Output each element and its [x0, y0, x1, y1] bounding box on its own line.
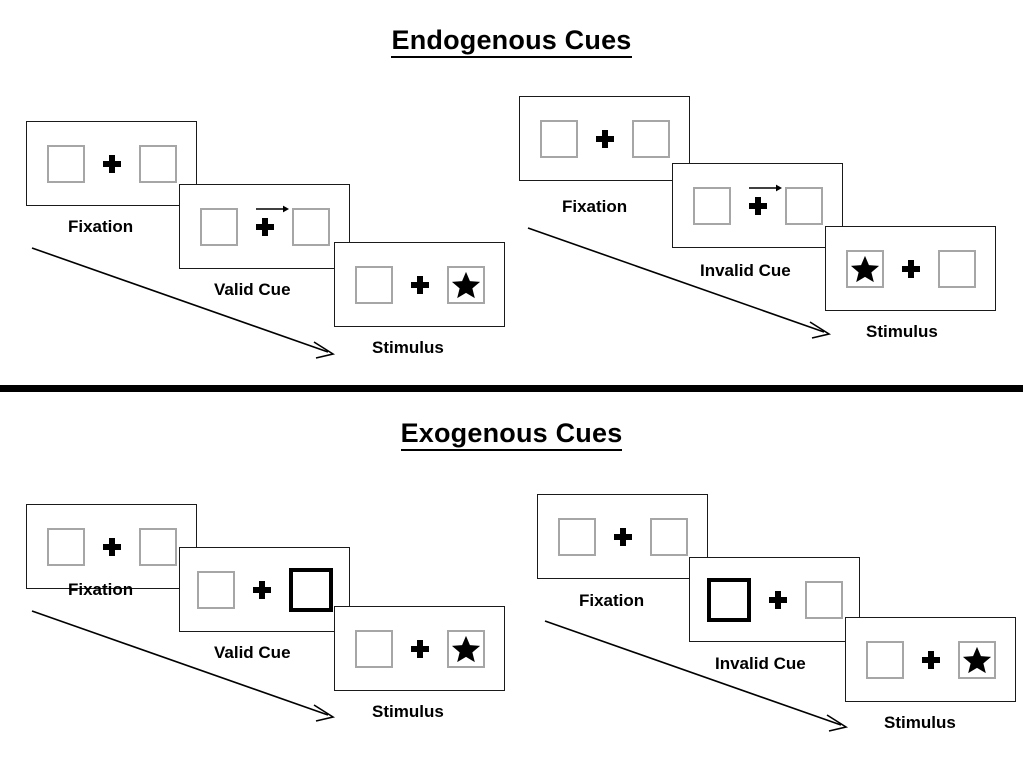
- placeholder-box-left: [199, 207, 238, 246]
- plus-icon: [921, 650, 940, 669]
- stage-label-endogenous-invalid-cue: Invalid Cue: [700, 261, 791, 280]
- panel-endogenous-invalid-fixation: [519, 96, 690, 181]
- plus-icon: [102, 154, 121, 173]
- star-icon: [451, 271, 480, 298]
- stimulus-box-right: [446, 629, 485, 668]
- placeholder-box-left: [354, 629, 393, 668]
- plus-icon: [252, 580, 271, 599]
- plus-icon: [748, 184, 782, 215]
- plus-icon: [768, 590, 787, 609]
- stage-label-endogenous-valid-stimulus: Stimulus: [372, 338, 444, 357]
- section-title-exogenous: Exogenous Cues: [0, 418, 1023, 451]
- stage-label-exogenous-invalid-stimulus: Stimulus: [884, 713, 956, 732]
- placeholder-box-right: [138, 527, 177, 566]
- placeholder-box-left: [865, 640, 904, 679]
- placeholder-box-right: [138, 144, 177, 183]
- plus-icon: [901, 259, 920, 278]
- placeholder-box-right: [631, 119, 670, 158]
- panel-endogenous-valid-cue: [179, 184, 350, 269]
- placeholder-box-left: [692, 186, 731, 225]
- stimulus-box-left: [845, 249, 884, 288]
- star-icon: [451, 635, 480, 662]
- arrow-right-icon: [255, 205, 289, 212]
- plus-icon: [410, 275, 429, 294]
- placeholder-box-right: [291, 207, 330, 246]
- section-title-endogenous-text: Endogenous Cues: [391, 25, 632, 58]
- plus-icon: [410, 639, 429, 658]
- panel-exogenous-valid-stimulus: [334, 606, 505, 691]
- placeholder-box-left: [539, 119, 578, 158]
- section-title-endogenous: Endogenous Cues: [0, 25, 1023, 58]
- plus-icon: [613, 527, 632, 546]
- panel-endogenous-valid-fixation: [26, 121, 197, 206]
- panel-exogenous-invalid-fixation: [537, 494, 708, 579]
- placeholder-box-right: [784, 186, 823, 225]
- stimulus-box-right: [957, 640, 996, 679]
- section-title-exogenous-text: Exogenous Cues: [400, 418, 623, 451]
- cued-box-right: [288, 567, 333, 612]
- cued-box-left: [706, 577, 751, 622]
- stage-label-endogenous-valid-cue: Valid Cue: [214, 280, 291, 299]
- plus-icon: [595, 129, 614, 148]
- panel-endogenous-invalid-cue: [672, 163, 843, 248]
- stage-label-endogenous-valid-fixation: Fixation: [68, 217, 134, 236]
- placeholder-box-left: [46, 527, 85, 566]
- stage-label-exogenous-valid-fixation: Fixation: [68, 580, 134, 599]
- panel-endogenous-invalid-stimulus: [825, 226, 996, 311]
- plus-icon: [102, 537, 121, 556]
- placeholder-box-right: [804, 580, 843, 619]
- stage-label-endogenous-invalid-stimulus: Stimulus: [866, 322, 938, 341]
- stimulus-box-right: [446, 265, 485, 304]
- star-icon: [850, 255, 879, 282]
- placeholder-box-left: [557, 517, 596, 556]
- stage-label-exogenous-invalid-fixation: Fixation: [579, 591, 645, 610]
- star-icon: [962, 646, 991, 673]
- arrow-right-icon: [748, 184, 782, 191]
- panel-exogenous-valid-cue: [179, 547, 350, 632]
- section-divider: [0, 385, 1023, 392]
- panel-exogenous-invalid-stimulus: [845, 617, 1016, 702]
- placeholder-box-left: [196, 570, 235, 609]
- panel-exogenous-valid-fixation: [26, 504, 197, 589]
- placeholder-box-right: [649, 517, 688, 556]
- panel-endogenous-valid-stimulus: [334, 242, 505, 327]
- stage-label-exogenous-invalid-cue: Invalid Cue: [715, 654, 806, 673]
- stage-label-exogenous-valid-cue: Valid Cue: [214, 643, 291, 662]
- placeholder-box-right: [937, 249, 976, 288]
- stage-label-exogenous-valid-stimulus: Stimulus: [372, 702, 444, 721]
- stage-label-endogenous-invalid-fixation: Fixation: [562, 197, 628, 216]
- panel-exogenous-invalid-cue: [689, 557, 860, 642]
- placeholder-box-left: [354, 265, 393, 304]
- placeholder-box-left: [46, 144, 85, 183]
- plus-icon: [255, 205, 289, 236]
